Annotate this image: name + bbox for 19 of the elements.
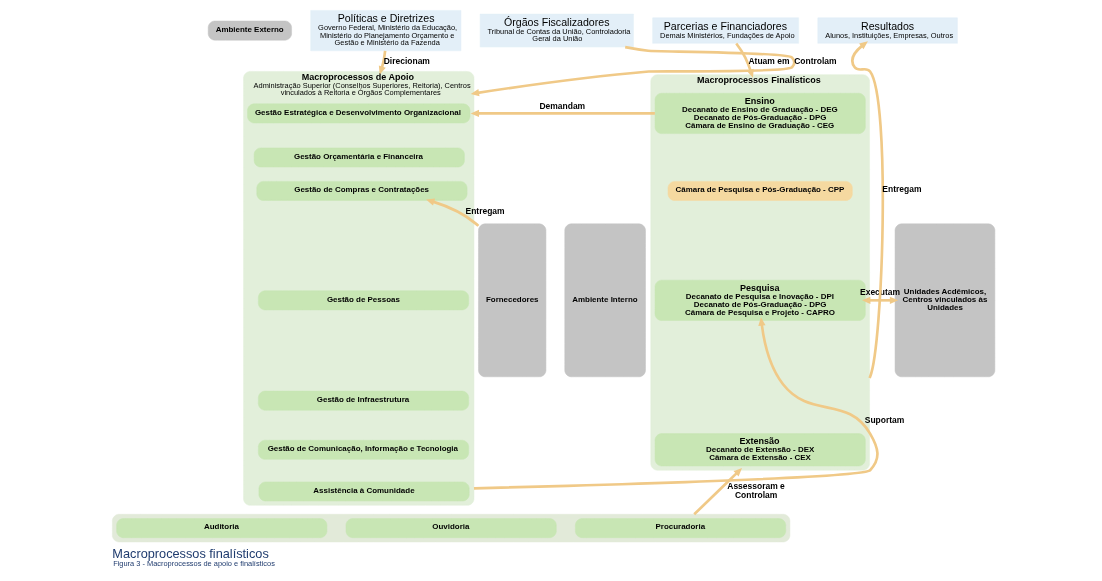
edge-label: Entregam <box>464 205 505 216</box>
arrow <box>425 198 479 227</box>
arrow <box>470 109 655 118</box>
edge-label: Controlam <box>793 55 837 66</box>
edge-label: Executam <box>859 287 900 298</box>
cluster <box>111 514 790 543</box>
arrow <box>473 317 879 490</box>
edge-label: Assessoram e Controlam <box>726 481 785 500</box>
arrow <box>470 45 795 97</box>
edge-label: Entregam <box>881 184 921 195</box>
edge-label: Atuam em <box>748 55 790 66</box>
edge-label: Direcionam <box>383 55 430 66</box>
edge-label: Suportam <box>864 415 904 426</box>
arrow <box>850 41 884 379</box>
arrow <box>734 42 754 78</box>
arrow <box>861 296 898 304</box>
diagram-title: Macroprocessos finalísticos <box>111 545 269 561</box>
edge-label: Demandam <box>538 100 585 111</box>
arrow <box>692 467 742 516</box>
